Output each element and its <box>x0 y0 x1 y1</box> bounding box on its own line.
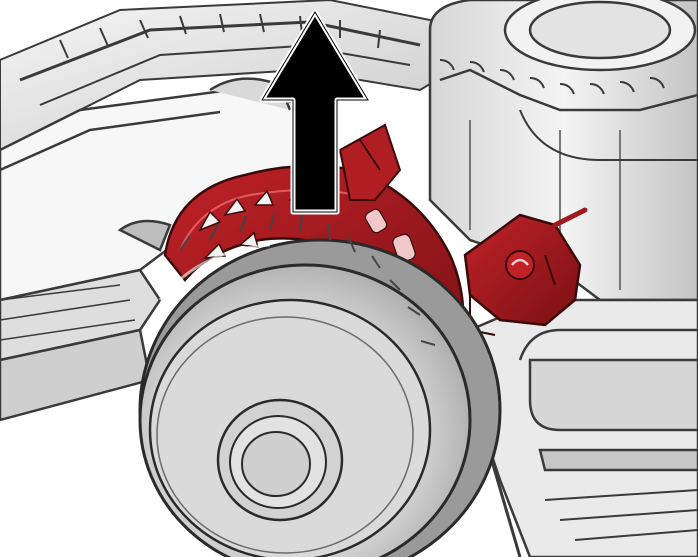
left-deck <box>0 77 332 422</box>
release-lever <box>463 207 588 336</box>
wheel <box>138 213 502 557</box>
lower-right-frame <box>468 298 698 557</box>
up-arrow-icon <box>259 9 371 215</box>
tank-housing <box>428 0 698 302</box>
